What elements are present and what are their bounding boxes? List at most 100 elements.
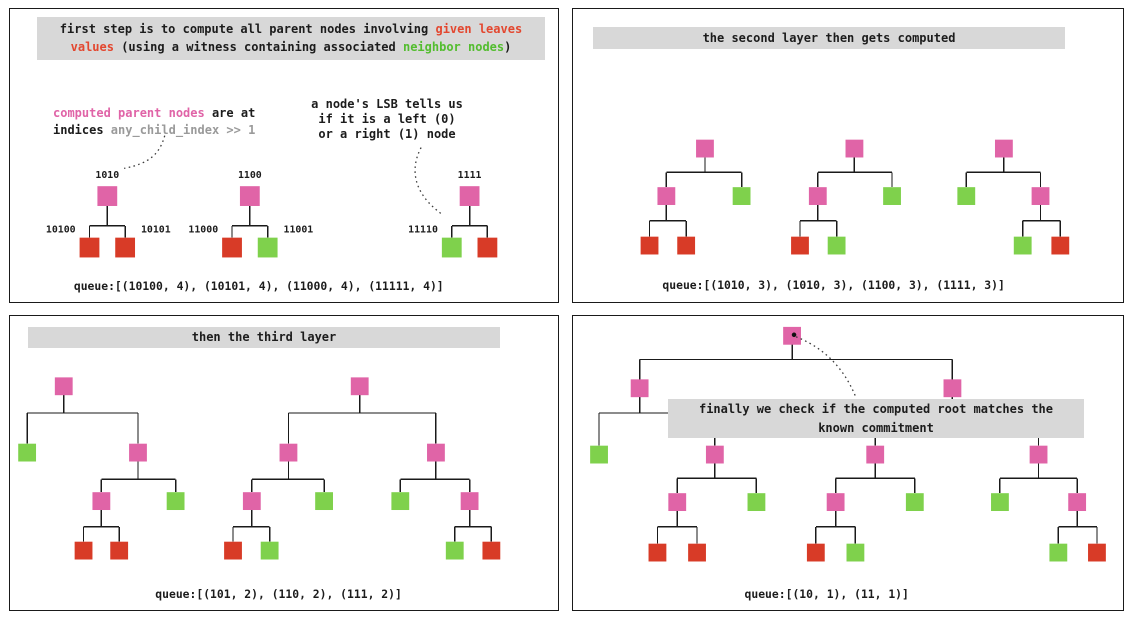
computed-node bbox=[279, 443, 298, 462]
merkle-tree bbox=[590, 326, 1106, 562]
computed-node bbox=[129, 443, 147, 462]
given-leaf-node bbox=[1088, 543, 1106, 562]
witness-node bbox=[445, 541, 464, 560]
computed-node bbox=[460, 492, 479, 511]
caption-text: first step is to compute all parent node… bbox=[59, 22, 436, 36]
node-index-label: 1111 bbox=[458, 170, 482, 181]
annotation-lsb: a node's LSB tells us if it is a left (0… bbox=[301, 97, 473, 142]
caption-highlight-neighbor-nodes: neighbor nodes bbox=[402, 40, 505, 54]
tree-connector bbox=[999, 463, 1078, 494]
merkle-tree bbox=[640, 139, 751, 255]
computed-node bbox=[459, 186, 480, 206]
computed-node bbox=[994, 139, 1013, 158]
queue-text: queue:[(10100, 4), (10101, 4), (11000, 4… bbox=[74, 279, 444, 293]
annotation-text: indices bbox=[53, 123, 111, 137]
witness-node bbox=[1013, 236, 1032, 255]
root-marker-dot bbox=[791, 332, 797, 338]
given-leaf-node bbox=[648, 543, 667, 562]
tree-connector bbox=[232, 395, 493, 542]
computed-node bbox=[696, 139, 714, 158]
annotation-text: a node's LSB tells us bbox=[311, 97, 463, 111]
step2-tree-canvas: queue:[(1010, 3), (1010, 3), (1100, 3), … bbox=[640, 139, 1070, 292]
annotation-computed-parents: computed parent nodes are at indices any… bbox=[53, 105, 255, 139]
tree-connector bbox=[88, 205, 126, 238]
panel-step2: queue:[(1010, 3), (1010, 3), (1100, 3), … bbox=[572, 8, 1124, 303]
annotation-pointer-curve bbox=[124, 135, 166, 169]
given-leaf-node bbox=[477, 237, 498, 258]
computed-node bbox=[92, 492, 111, 511]
witness-node bbox=[166, 492, 185, 511]
computed-node bbox=[239, 186, 260, 206]
witness-node bbox=[18, 443, 37, 462]
computed-node bbox=[1031, 187, 1050, 205]
given-leaf-node bbox=[110, 541, 129, 560]
computed-node bbox=[350, 377, 369, 396]
node-index-label: 11000 bbox=[188, 225, 218, 236]
node-index-label: 11110 bbox=[408, 225, 438, 236]
witness-node bbox=[827, 236, 846, 255]
merkle-tree: 1100 11000 11001 bbox=[188, 170, 314, 258]
caption-highlight-given-leaves: given leaves values bbox=[70, 22, 523, 54]
step4-tooltip: finally we check if the computed root ma… bbox=[668, 399, 1084, 438]
step2-caption: the second layer then gets computed bbox=[593, 27, 1065, 49]
computed-node bbox=[845, 139, 864, 158]
given-leaf-node bbox=[482, 541, 501, 560]
witness-node bbox=[257, 237, 278, 258]
witness-node bbox=[883, 187, 901, 205]
witness-node bbox=[1049, 543, 1068, 562]
witness-node bbox=[315, 492, 333, 511]
caption-text: (using a witness containing associated bbox=[113, 40, 403, 54]
computed-node bbox=[668, 493, 687, 512]
annotation-text: are at bbox=[204, 106, 256, 120]
tree-connector bbox=[451, 205, 489, 238]
witness-node bbox=[747, 493, 766, 512]
tree-connector bbox=[231, 205, 269, 238]
annotation-pointer-curve bbox=[414, 147, 444, 216]
merkle-tree bbox=[224, 377, 501, 560]
queue-text: queue:[(101, 2), (110, 2), (111, 2)] bbox=[155, 587, 402, 601]
given-leaf-node bbox=[677, 236, 696, 255]
witness-node bbox=[391, 492, 410, 511]
caption-text: ) bbox=[504, 40, 512, 54]
computed-node bbox=[427, 443, 445, 462]
computed-node bbox=[1068, 493, 1087, 512]
given-leaf-node bbox=[79, 237, 100, 258]
computed-node bbox=[630, 379, 649, 398]
witness-node bbox=[991, 493, 1009, 512]
given-leaf-node bbox=[224, 541, 242, 560]
node-index-label: 11001 bbox=[284, 225, 314, 236]
computed-node bbox=[657, 187, 676, 205]
queue-text: queue:[(1010, 3), (1010, 3), (1100, 3), … bbox=[662, 278, 1004, 292]
tree-connector bbox=[26, 395, 177, 542]
witness-node bbox=[441, 237, 462, 258]
tree-connector bbox=[598, 397, 716, 446]
given-leaf-node bbox=[806, 543, 825, 562]
tree-connector bbox=[799, 157, 893, 237]
tree-connector bbox=[965, 157, 1062, 237]
given-leaf-node bbox=[1051, 236, 1070, 255]
given-leaf-node bbox=[640, 236, 659, 255]
merkle-tree bbox=[957, 139, 1070, 255]
node-index-label: 10101 bbox=[141, 225, 171, 236]
computed-node bbox=[705, 445, 724, 464]
panel-step4: queue:[(10, 1), (11, 1)] finally we chec… bbox=[572, 315, 1124, 611]
tree-connector bbox=[1057, 511, 1098, 544]
witness-node bbox=[905, 493, 924, 512]
merkle-tree bbox=[18, 377, 185, 560]
annotation-text: if it is a left (0) bbox=[318, 112, 456, 126]
witness-node bbox=[260, 541, 279, 560]
tree-connector bbox=[656, 511, 698, 544]
given-leaf-node bbox=[115, 237, 136, 258]
annotation-pointer-curve bbox=[795, 336, 857, 397]
computed-node bbox=[1029, 445, 1048, 464]
tree-connector bbox=[834, 463, 916, 494]
merkle-tree: 1111 11110 bbox=[408, 170, 498, 258]
node-index-label: 10100 bbox=[46, 225, 76, 236]
computed-node bbox=[943, 379, 962, 398]
panel-step3: queue:[(101, 2), (110, 2), (111, 2)] the… bbox=[9, 315, 559, 611]
witness-node bbox=[957, 187, 976, 205]
witness-node bbox=[590, 445, 608, 464]
tree-connector bbox=[815, 511, 857, 544]
computed-node bbox=[242, 492, 261, 511]
